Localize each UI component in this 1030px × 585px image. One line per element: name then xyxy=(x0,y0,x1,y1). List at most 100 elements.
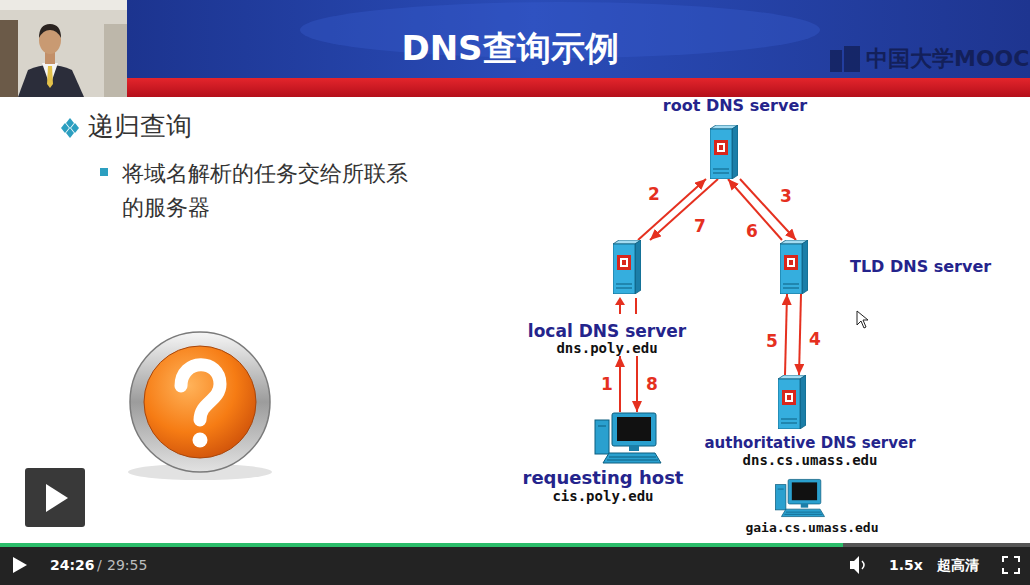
host-name: dns.poly.edu xyxy=(556,340,657,356)
computer-icon-part xyxy=(598,426,606,427)
bullet-diamonds-part xyxy=(61,123,69,133)
server-icon-part xyxy=(783,284,799,285)
requesting-host: requesting hostcis.poly.edu xyxy=(523,412,684,504)
server-icon-part xyxy=(635,240,641,294)
computer-icon-part xyxy=(801,504,808,508)
server-icon-part xyxy=(784,255,798,270)
title-banner xyxy=(127,0,1030,97)
watermark-logo-part xyxy=(830,50,842,72)
watermark-logo-part xyxy=(844,46,860,72)
title-banner-part xyxy=(127,0,1030,80)
step-number: 2 xyxy=(647,185,661,203)
server-icon-part xyxy=(781,419,797,420)
computer-icon-part xyxy=(617,417,651,441)
query-arrow xyxy=(728,179,782,240)
server-icon-part xyxy=(713,169,729,170)
server-icon-part xyxy=(616,284,632,285)
root-server: root DNS server xyxy=(663,97,807,179)
server-icon-part xyxy=(783,288,799,289)
play-overlay xyxy=(25,468,85,527)
heading-text: 递归查询 xyxy=(88,110,192,142)
play-overlay-part xyxy=(46,484,68,512)
host-name: dns.cs.umass.edu xyxy=(743,452,878,468)
query-arrow xyxy=(785,294,787,375)
computer-icon-part xyxy=(595,420,609,454)
tld-server: TLD DNS server xyxy=(780,240,991,294)
arrow-stubs-part xyxy=(615,297,625,305)
speed-setting: 1.5x xyxy=(889,557,923,573)
computer-icon-part xyxy=(786,512,821,513)
watermark: 中国大学MOOC xyxy=(866,45,1029,73)
arrow-stubs-part xyxy=(619,304,621,314)
computer-icon-part xyxy=(607,460,658,461)
query-arrow xyxy=(799,294,801,375)
server-name: root DNS server xyxy=(663,97,807,115)
server-name: local DNS server xyxy=(528,322,686,340)
computer-icon-part xyxy=(629,446,639,451)
step-number: 4 xyxy=(808,330,822,348)
server-name: gaia.cs.umass.edu xyxy=(745,520,878,535)
webcam-view xyxy=(0,0,127,97)
player-bar-part xyxy=(13,557,27,573)
server-icon-part xyxy=(789,260,793,265)
server-icon-part xyxy=(781,423,797,424)
step-number: 7 xyxy=(693,217,707,235)
player-bar-part xyxy=(850,556,859,574)
title-banner-part xyxy=(127,78,1030,97)
player-bar-part xyxy=(862,561,864,569)
computer-icon-part xyxy=(775,485,785,510)
server-icon-part xyxy=(787,258,795,267)
computer-icon-part xyxy=(609,457,656,458)
player-bar-part xyxy=(0,543,1030,585)
computer-icon-part xyxy=(788,479,821,504)
server-name: requesting host xyxy=(523,468,684,488)
bullet-diamonds-part xyxy=(71,123,79,133)
query-arrow xyxy=(619,356,621,412)
step-number: 8 xyxy=(645,375,659,393)
target-host: gaia.cs.umass.edu xyxy=(745,478,878,535)
question-icon xyxy=(128,332,272,480)
arrow-stubs xyxy=(615,297,636,314)
server-name: TLD DNS server xyxy=(850,258,991,276)
question-icon-part xyxy=(181,365,220,420)
play-overlay-part xyxy=(25,468,85,527)
player-bar-part xyxy=(0,543,1030,547)
player-bar-part xyxy=(0,543,843,547)
question-icon-part xyxy=(130,332,270,472)
server-icon xyxy=(710,125,738,179)
server-icon-part xyxy=(617,255,631,270)
server-icon-part xyxy=(616,288,632,289)
question-icon-part xyxy=(144,346,256,458)
arrow-stubs-part xyxy=(635,298,637,314)
webcam-view-part xyxy=(0,0,127,97)
server-icon-part xyxy=(719,145,723,150)
server-icon-part xyxy=(713,173,729,174)
webcam-view-part xyxy=(39,24,61,38)
webcam-view-part xyxy=(47,66,53,88)
server-icon-part xyxy=(787,395,791,400)
time-separator: / xyxy=(97,557,102,573)
computer-icon-part xyxy=(612,413,656,446)
time-current: 24:26 xyxy=(50,557,95,573)
local-server: local DNS serverdns.poly.edu xyxy=(528,240,686,356)
time-total: 29:55 xyxy=(107,557,147,573)
server-icon-part xyxy=(732,125,738,179)
bullet-square xyxy=(100,168,108,176)
computer-icon-part xyxy=(778,489,784,490)
server-icon-part xyxy=(620,258,628,267)
server-icon-part xyxy=(622,260,626,265)
webcam-view-part xyxy=(104,24,127,97)
server-icon-part xyxy=(714,140,728,155)
query-arrow xyxy=(740,179,796,240)
authoritative-server: authoritative DNS serverdns.cs.umass.edu xyxy=(704,375,915,468)
server-icon xyxy=(780,240,808,294)
server-icon-part xyxy=(717,143,725,152)
step-number: 6 xyxy=(745,222,759,240)
computer-icon-part xyxy=(781,509,824,516)
server-icon-part xyxy=(800,375,806,429)
computer-icon xyxy=(774,478,826,518)
server-icon xyxy=(613,240,641,294)
